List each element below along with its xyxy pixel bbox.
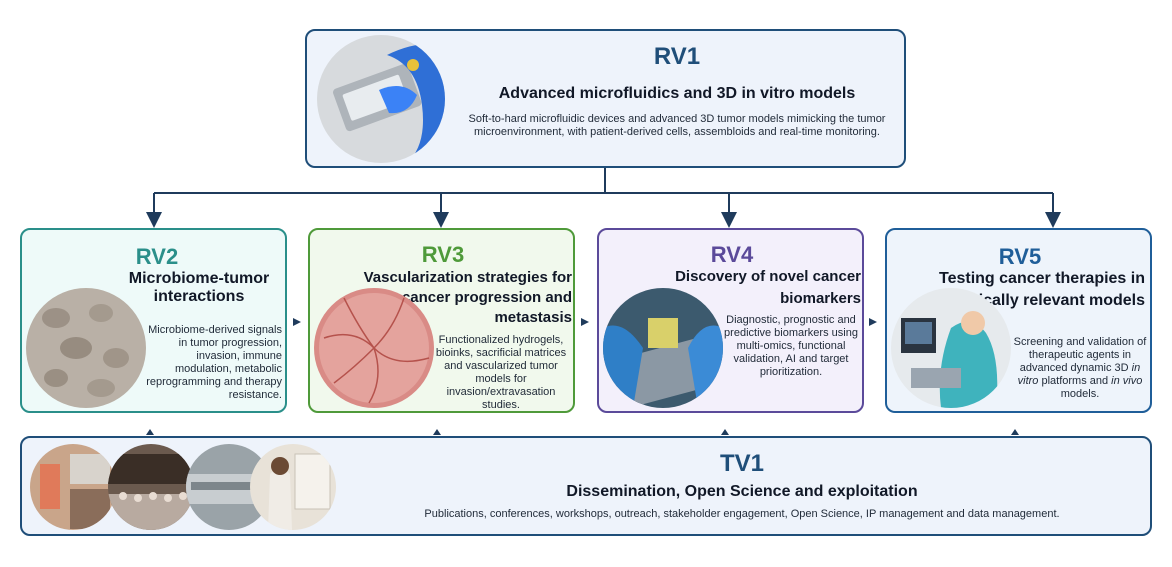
rv5-desc-e: models.: [1060, 388, 1100, 400]
microbiome-photo: [26, 288, 146, 408]
rv2-code: RV2: [135, 244, 179, 269]
dissemination-photo-2: [108, 444, 194, 530]
clinical-testing-photo: [891, 288, 1011, 408]
rv3-description: Functionalized hydrogels, bioinks, sacri…: [435, 334, 567, 411]
rv5-desc-a: Screening and validation of therapeutic …: [1013, 336, 1147, 374]
rv5-title: Testing cancer therapies in clinically r…: [939, 270, 1145, 309]
tv1-description: Publications, conferences, workshops, ou…: [424, 508, 1060, 520]
rv5-desc-d: in vivo: [1111, 375, 1143, 387]
tv1-box: TV1 Dissemination, Open Science and expl…: [20, 436, 1152, 536]
rv5-desc-b: in vitro: [1017, 362, 1141, 387]
rv1-box: RV1 Advanced microfluidics and 3D in vit…: [305, 29, 906, 168]
rv3-box: RV3 Vascularization strategies for cance…: [308, 228, 575, 413]
rv5-code: RV5: [998, 244, 1042, 269]
rv5-box: RV5 Testing cancer therapies in clinical…: [885, 228, 1152, 413]
rv2-box: RV2 Microbiome-tumor interactions Microb…: [20, 228, 287, 413]
rv1-code: RV1: [653, 43, 701, 70]
microfluidic-chip-photo: [317, 35, 445, 163]
rv5-description: Screening and validation of therapeutic …: [1009, 336, 1151, 401]
rv4-box: RV4 Discovery of novel cancer biomarkers…: [597, 228, 864, 413]
rv3-title: Vascularization strategies for cancer pr…: [363, 269, 572, 326]
rv3-code: RV3: [421, 242, 465, 267]
dissemination-photo-1: [30, 444, 116, 530]
vascularization-photo: [314, 288, 434, 408]
tv1-title: Dissemination, Open Science and exploita…: [566, 483, 918, 500]
rv1-title: Advanced microfluidics and 3D in vitro m…: [498, 85, 856, 102]
rv5-desc-c: platforms and: [1038, 375, 1112, 387]
rv4-description: Diagnostic, prognostic and predictive bi…: [724, 314, 858, 378]
dissemination-photo-4: [250, 444, 336, 530]
rv4-code: RV4: [710, 242, 754, 267]
rv2-title: Microbiome-tumor interactions: [128, 270, 270, 305]
rv4-title: Discovery of novel cancer biomarkers: [675, 268, 861, 307]
rv1-description: Soft-to-hard microfluidic devices and ad…: [468, 113, 886, 138]
rv2-description: Microbiome-derived signals in tumor prog…: [146, 324, 282, 401]
tv1-code: TV1: [719, 450, 764, 477]
lab-biomarker-photo: [603, 288, 723, 408]
